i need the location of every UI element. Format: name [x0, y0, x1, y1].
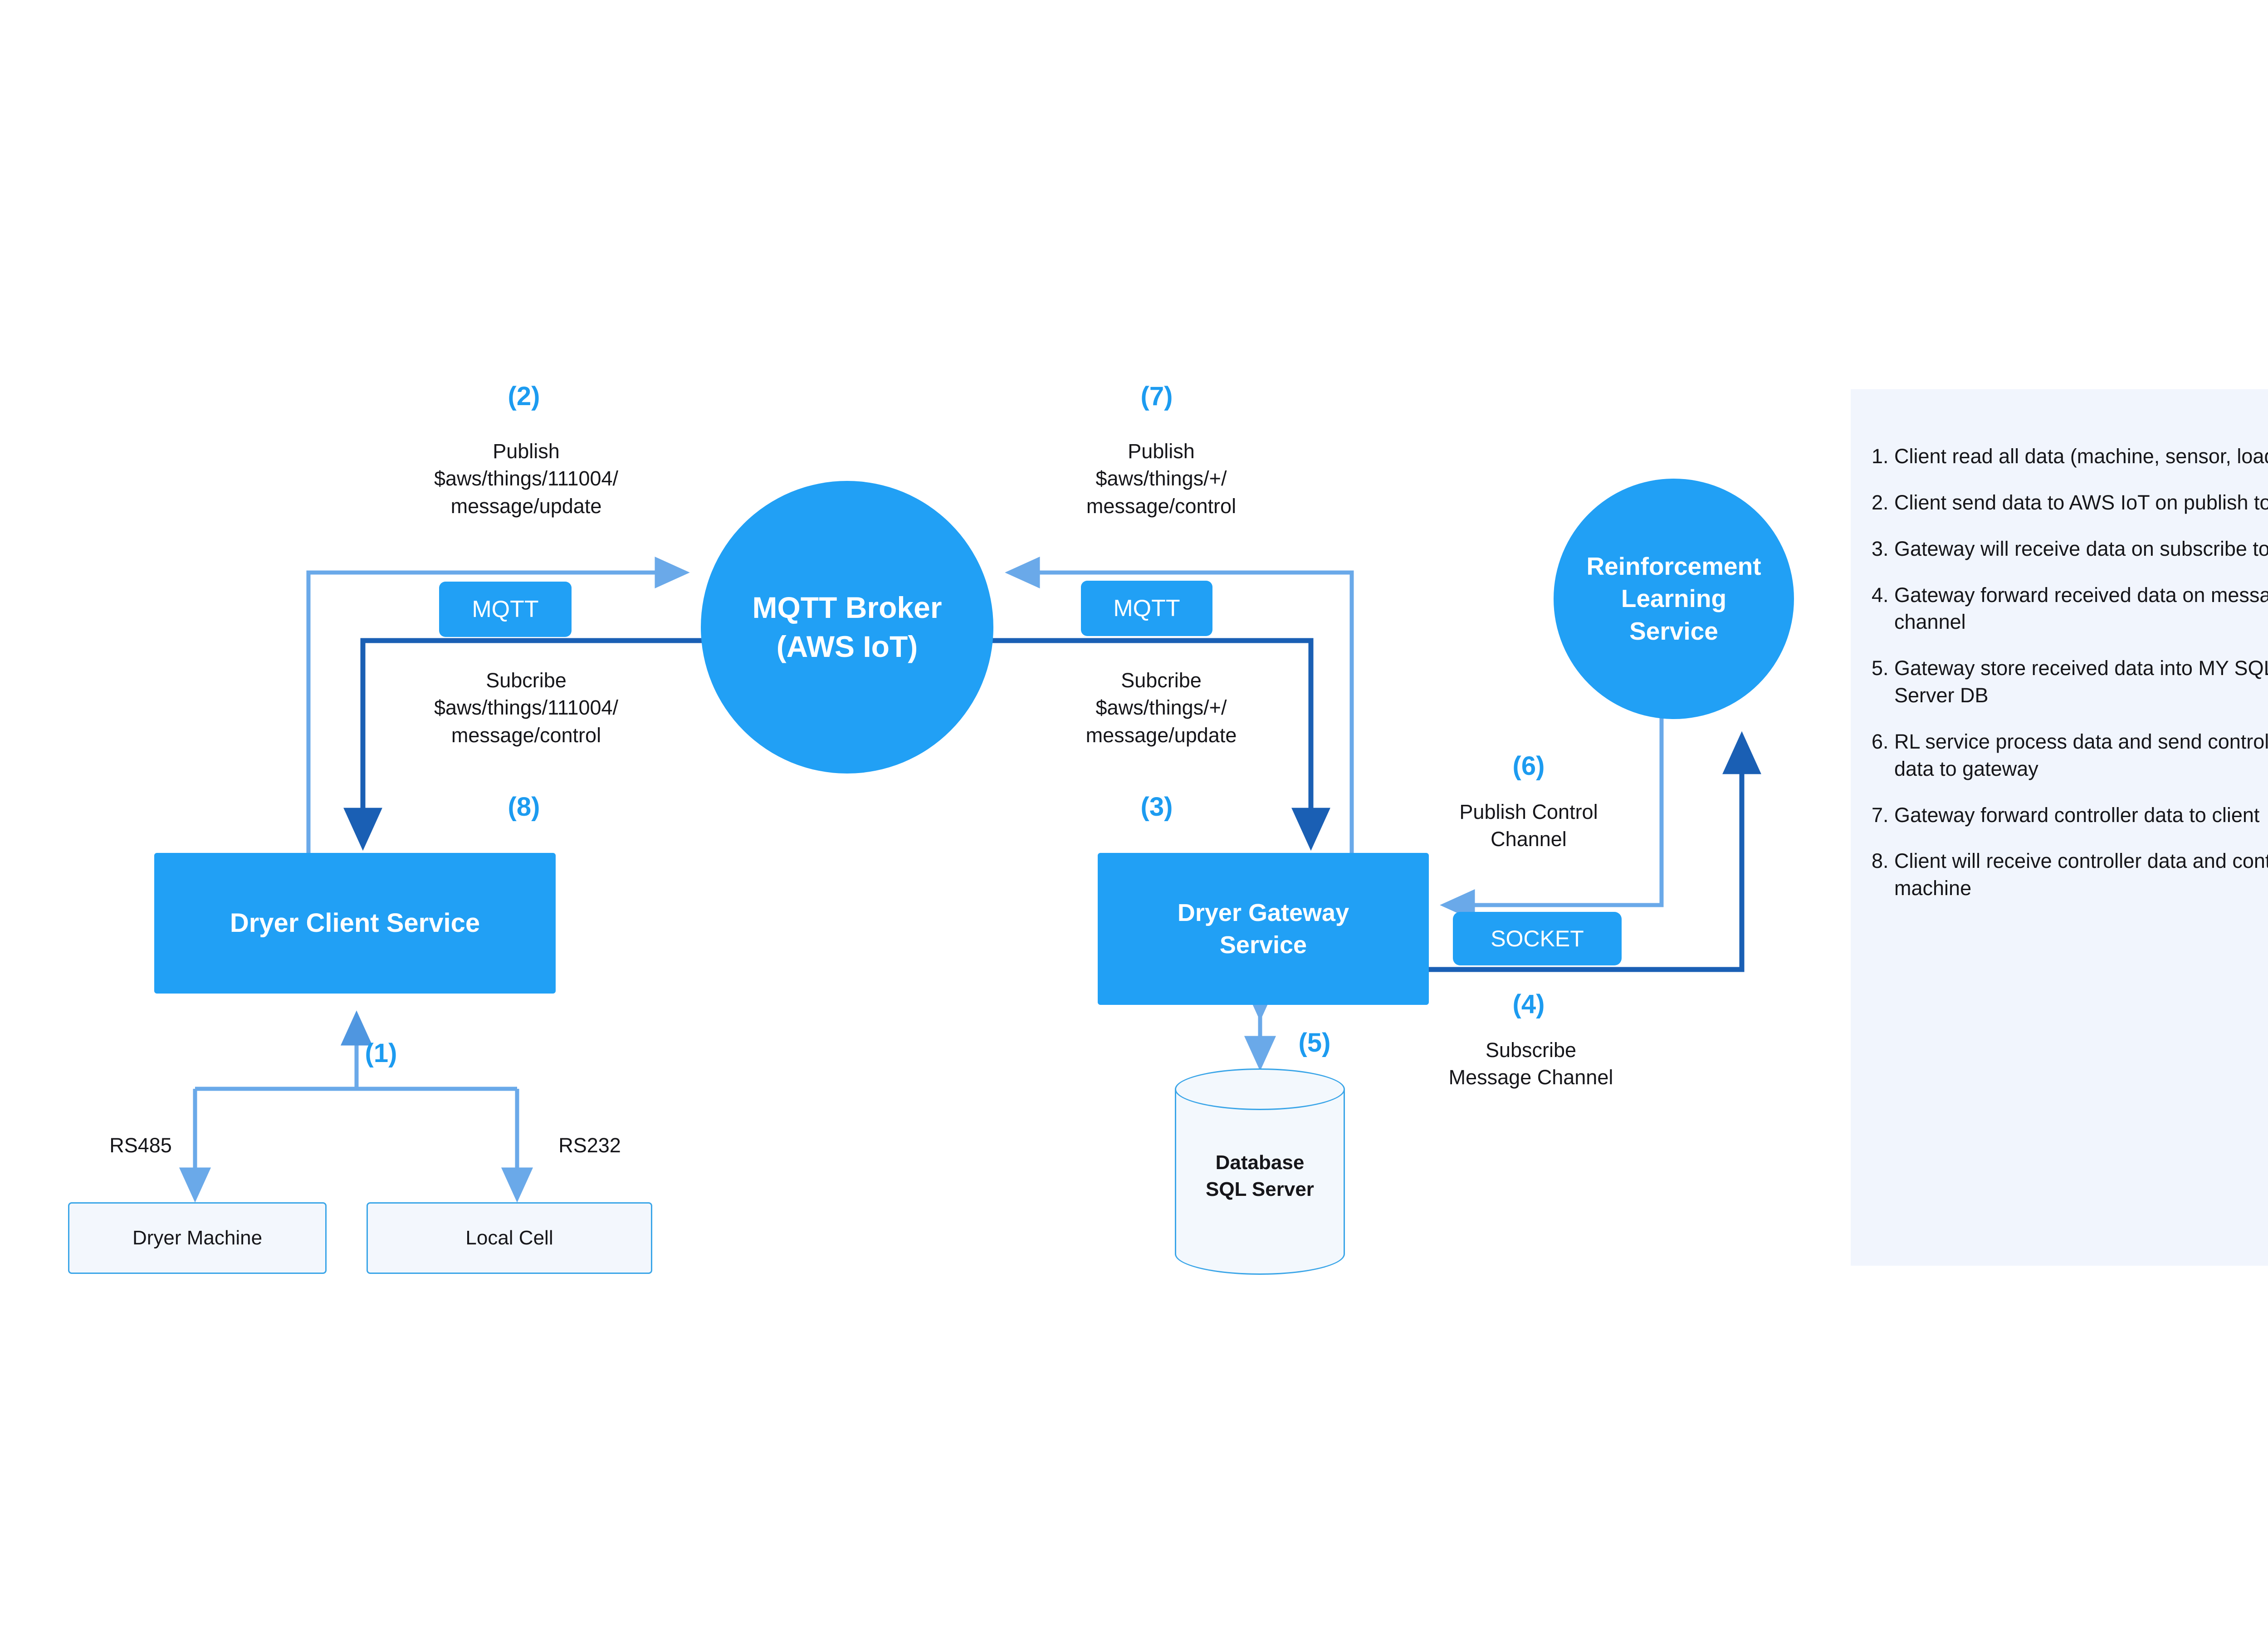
- badge-mqtt-right[interactable]: MQTT: [1081, 581, 1212, 636]
- step-number-8: (8): [508, 792, 540, 822]
- node-local-cell[interactable]: Local Cell: [367, 1202, 652, 1274]
- legend-panel: Client read all data (machine, sensor, l…: [1851, 389, 2268, 1266]
- local-cell-label: Local Cell: [465, 1227, 553, 1249]
- node-dryer-client-service[interactable]: Dryer Client Service: [154, 853, 556, 994]
- dryer-gateway-line2: Service: [1219, 931, 1307, 959]
- database-label-group: Database SQL Server: [1175, 1149, 1345, 1203]
- node-dryer-gateway-service[interactable]: Dryer Gateway Service: [1098, 853, 1429, 1005]
- label-publish-client-topic: Publish $aws/things/111004/ message/upda…: [434, 440, 619, 518]
- legend-item-2: Client send data to AWS IoT on publish t…: [1894, 489, 2268, 516]
- step-number-1: (1): [365, 1038, 397, 1068]
- label-publish-gateway-topic: Publish $aws/things/+/ message/control: [1086, 440, 1237, 518]
- badge-mqtt-left-label: MQTT: [472, 596, 539, 622]
- legend-item-7: Gateway forward controller data to clien…: [1894, 802, 2268, 829]
- node-mqtt-broker[interactable]: MQTT Broker (AWS IoT): [701, 481, 993, 774]
- node-dryer-machine[interactable]: Dryer Machine: [68, 1202, 327, 1274]
- legend-item-5: Gateway store received data into MY SQL …: [1894, 655, 2268, 709]
- legend-item-1: Client read all data (machine, sensor, l…: [1894, 443, 2268, 470]
- node-database-sql-server[interactable]: Database SQL Server: [1175, 1068, 1345, 1275]
- dryer-gateway-line1: Dryer Gateway: [1177, 899, 1349, 927]
- mqtt-broker-line1: MQTT Broker: [752, 590, 942, 624]
- mqtt-broker-line2: (AWS IoT): [776, 629, 918, 663]
- legend-item-6: RL service process data and send control…: [1894, 728, 2268, 783]
- dryer-client-service-label: Dryer Client Service: [230, 908, 480, 938]
- step-number-5: (5): [1298, 1028, 1331, 1058]
- label-rs232: RS232: [558, 1134, 621, 1157]
- cylinder-top: [1175, 1068, 1345, 1110]
- step-number-2: (2): [508, 382, 540, 411]
- step-number-4: (4): [1512, 989, 1545, 1019]
- legend-item-8: Client will receive controller data and …: [1894, 847, 2268, 902]
- label-rs485: RS485: [109, 1134, 172, 1157]
- label-subscribe-client-topic: Subcribe $aws/things/111004/ message/con…: [434, 669, 619, 747]
- badge-socket-label: SOCKET: [1491, 926, 1584, 951]
- step-number-7: (7): [1140, 382, 1173, 411]
- database-line1: Database: [1215, 1151, 1305, 1174]
- database-line2: SQL Server: [1206, 1178, 1314, 1201]
- rl-service-line1: Reinforcement: [1586, 552, 1761, 580]
- dryer-machine-label: Dryer Machine: [132, 1227, 263, 1249]
- legend-item-4: Gateway forward received data on message…: [1894, 582, 2268, 636]
- cylinder-body: [1175, 1089, 1345, 1254]
- rl-service-line2: Learning: [1621, 584, 1727, 613]
- badge-socket[interactable]: SOCKET: [1453, 912, 1622, 965]
- label-subscribe-message-channel: Subscribe Message Channel: [1448, 1038, 1613, 1089]
- label-publish-control-channel: Publish Control Channel: [1459, 800, 1598, 851]
- legend-item-3: Gateway will receive data on subscribe t…: [1894, 535, 2268, 563]
- rl-service-line3: Service: [1629, 617, 1718, 645]
- step-number-6: (6): [1512, 751, 1545, 781]
- badge-mqtt-left[interactable]: MQTT: [439, 582, 572, 637]
- step-number-3: (3): [1140, 792, 1173, 822]
- node-reinforcement-learning-service[interactable]: Reinforcement Learning Service: [1554, 479, 1794, 719]
- badge-mqtt-right-label: MQTT: [1113, 595, 1180, 622]
- label-subscribe-gateway-topic: Subcribe $aws/things/+/ message/update: [1085, 669, 1237, 747]
- legend-list: Client read all data (machine, sensor, l…: [1851, 443, 2268, 902]
